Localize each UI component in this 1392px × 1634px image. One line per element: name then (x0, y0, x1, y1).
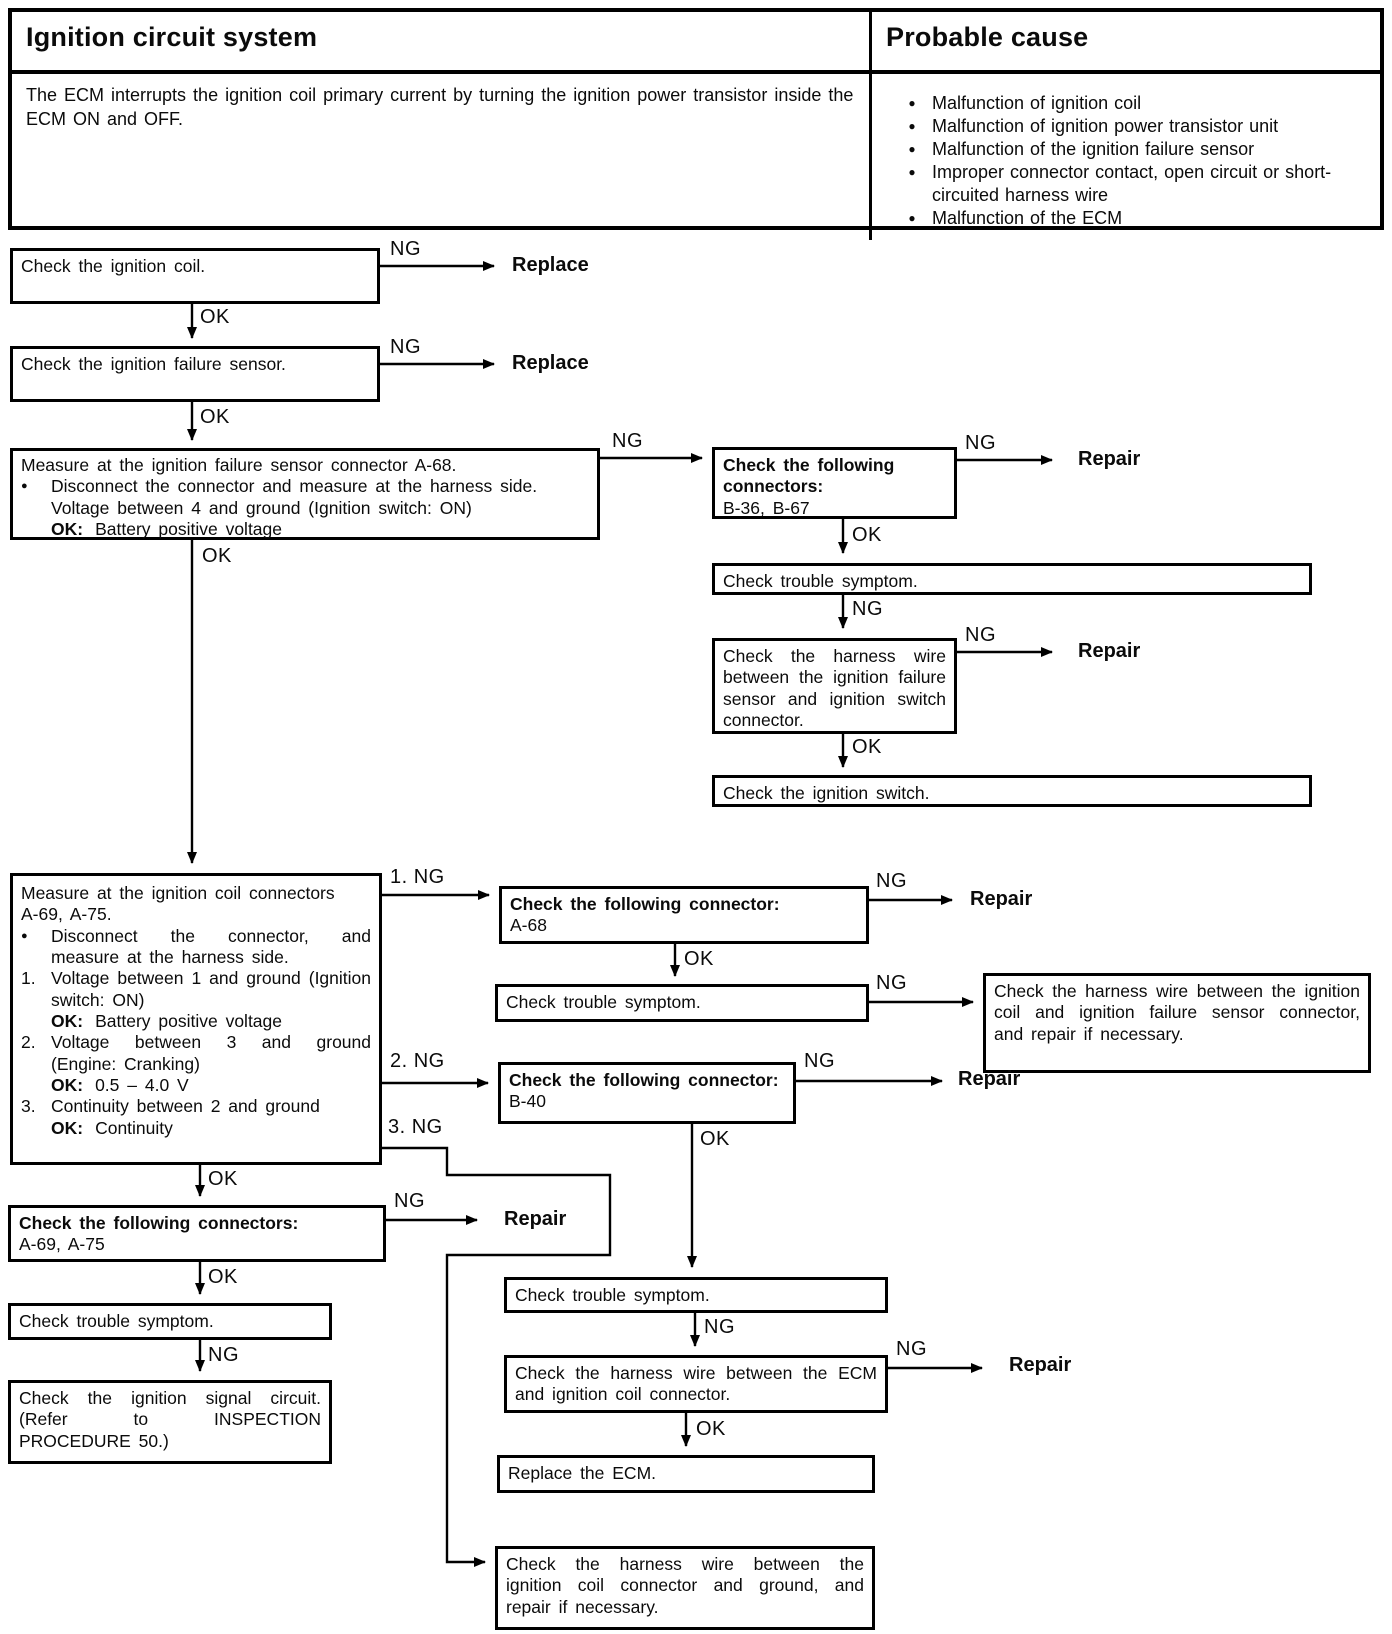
step-condition: Voltage between 4 and ground (Ignition s… (51, 497, 472, 518)
repair-label: Repair (504, 1208, 567, 1230)
step-item-3: 3. Continuity between 2 and ground (21, 1096, 320, 1117)
ng2-label: 2. NG (390, 1050, 445, 1072)
ng-label: NG (876, 972, 907, 994)
bullet-icon: ● (21, 929, 28, 942)
step-item-1-ok: OK:Battery positive voltage (51, 1011, 283, 1032)
repair-label: Repair (1009, 1354, 1072, 1376)
repair-label: Repair (958, 1068, 1021, 1090)
box-harness-ecm-coil: Check the harness wire between the ECM a… (504, 1355, 888, 1413)
ng-label: NG (704, 1316, 735, 1338)
box-check-trouble-symptom-2: Check trouble symptom. (495, 984, 869, 1022)
connector-ids: A-68 (510, 915, 547, 936)
connector-ids: A-69, A-75 (19, 1234, 105, 1255)
page-title: Ignition circuit system (12, 12, 872, 74)
ng-label: NG (612, 430, 643, 452)
bullet-icon: ● (21, 480, 28, 493)
cause-item: ●Malfunction of ignition coil (892, 92, 1360, 115)
ng-label: NG (965, 624, 996, 646)
ng-label: NG (390, 238, 421, 260)
ng1-label: 1. NG (390, 866, 445, 888)
box-check-connectors-b36-b67: Check the following connectors: B-36, B-… (712, 447, 957, 519)
box-replace-ecm: Replace the ECM. (497, 1455, 875, 1493)
cause-item: ●Malfunction of the ECM (892, 207, 1360, 230)
step-item-2: 2. Voltage between 3 and ground (Engine:… (21, 1032, 371, 1074)
connector-ids: B-36, B-67 (723, 497, 810, 518)
bullet-icon: ● (908, 142, 916, 157)
step-bullet: ● Disconnect the connector and measure a… (21, 476, 538, 497)
probable-cause-list: ●Malfunction of ignition coil ●Malfuncti… (872, 74, 1380, 240)
replace-label: Replace (512, 254, 589, 276)
ok-label: OK (200, 406, 230, 428)
system-title: Ignition circuit system (26, 22, 318, 52)
repair-label: Repair (1078, 448, 1141, 470)
box-check-trouble-symptom-1: Check trouble symptom. (712, 563, 1312, 595)
step-item-3-ok: OK:Continuity (51, 1117, 173, 1138)
box-check-trouble-symptom-3: Check trouble symptom. (504, 1277, 888, 1313)
box-harness-failure-sensor-ignition-switch: Check the harness wire between the ignit… (712, 638, 957, 734)
box-check-ignition-signal-circuit: Check the ignition signal circuit. (Refe… (8, 1380, 332, 1464)
step-ok-criteria: OK:Battery positive voltage (51, 519, 283, 540)
box-harness-coil-failure-sensor: Check the harness wire between the ignit… (983, 973, 1371, 1073)
ng3-label: 3. NG (388, 1116, 443, 1138)
ok-label: OK (852, 736, 882, 758)
box-measure-ignition-coil-connectors: Measure at the ignition coil connectors … (10, 873, 382, 1165)
box-check-connectors-a69-a75: Check the following connectors: A-69, A-… (8, 1205, 386, 1262)
ng-label: NG (394, 1190, 425, 1212)
cause-item: ●Improper connector contact, open circui… (892, 161, 1360, 207)
ok-label: OK (852, 524, 882, 546)
step-title: Measure at the ignition coil connectors (21, 883, 335, 903)
step-title-2: A-69, A-75. (21, 904, 112, 925)
box-measure-failure-sensor-connector: Measure at the ignition failure sensor c… (10, 448, 600, 540)
ok-label: OK (684, 948, 714, 970)
ng-label: NG (896, 1338, 927, 1360)
connector-ids: B-40 (509, 1091, 546, 1112)
ng-label: NG (876, 870, 907, 892)
ok-label: OK (696, 1418, 726, 1440)
ng-label: NG (852, 598, 883, 620)
ok-label: OK (202, 545, 232, 567)
bullet-icon: ● (908, 96, 916, 110)
box-check-ignition-switch: Check the ignition switch. (712, 775, 1312, 807)
step-title: Measure at the ignition failure sensor c… (21, 455, 457, 475)
cause-item: ●Malfunction of ignition power transisto… (892, 115, 1360, 138)
probable-cause-header: Probable cause (872, 12, 1380, 74)
probable-cause-title: Probable cause (886, 22, 1089, 52)
ok-label: OK (200, 306, 230, 328)
step-bullet: ● Disconnect the connector, and measure … (21, 925, 371, 968)
header-table: Ignition circuit system Probable cause T… (8, 8, 1384, 241)
box-check-connector-b40: Check the following connector: B-40 (498, 1062, 796, 1124)
box-check-ignition-failure-sensor: Check the ignition failure sensor. (10, 346, 380, 402)
system-description: The ECM interrupts the ignition coil pri… (12, 74, 872, 241)
box-check-connector-a68: Check the following connector: A-68 (499, 886, 869, 944)
bullet-icon: ● (908, 165, 916, 180)
replace-label: Replace (512, 352, 589, 374)
ng-label: NG (965, 432, 996, 454)
ok-label: OK (208, 1266, 238, 1288)
ng-label: NG (208, 1344, 239, 1366)
box-check-ignition-coil: Check the ignition coil. (10, 248, 380, 304)
box-check-trouble-symptom-4: Check trouble symptom. (8, 1303, 332, 1340)
repair-label: Repair (970, 888, 1033, 910)
step-item-1: 1. Voltage between 1 and ground (Ignitio… (21, 968, 371, 1010)
ng-label: NG (804, 1050, 835, 1072)
ok-label: OK (700, 1128, 730, 1150)
step-item-2-ok: OK:0.5 – 4.0 V (51, 1075, 189, 1096)
cause-item: ●Malfunction of the ignition failure sen… (892, 138, 1360, 161)
repair-label: Repair (1078, 640, 1141, 662)
bullet-icon: ● (908, 119, 916, 134)
ok-label: OK (208, 1168, 238, 1190)
bullet-icon: ● (908, 211, 916, 226)
box-harness-coil-ground: Check the harness wire between the ignit… (495, 1546, 875, 1630)
ng-label: NG (390, 336, 421, 358)
